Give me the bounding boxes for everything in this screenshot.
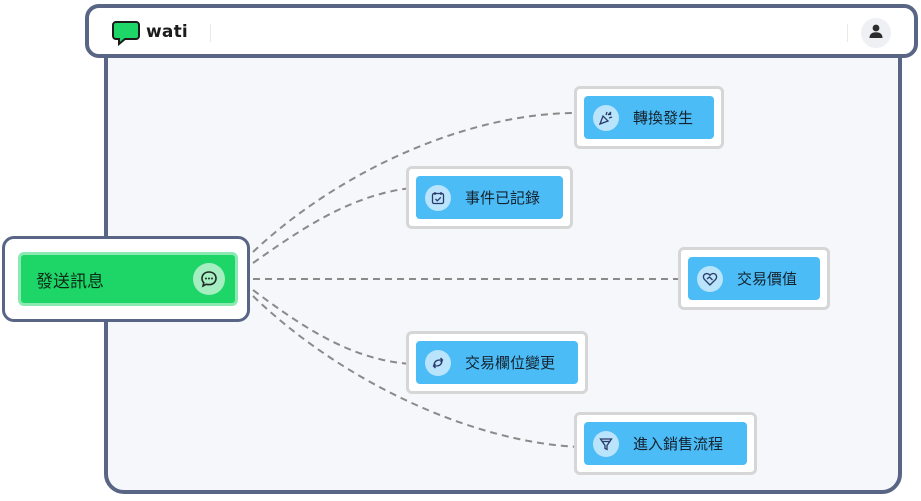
- outcome-label: 交易價值: [737, 270, 798, 288]
- trigger-node[interactable]: 發送訊息: [2, 236, 250, 322]
- header-divider: [210, 24, 211, 42]
- outcome-node-field-changed[interactable]: 交易欄位變更: [406, 331, 588, 394]
- message-bubble-icon: [193, 263, 225, 295]
- connector-2: [252, 187, 412, 264]
- outcome-label: 事件已記錄: [465, 189, 541, 207]
- connector-1: [252, 111, 580, 253]
- header-divider: [847, 24, 848, 42]
- party-popper-icon: [593, 104, 619, 131]
- outcome-node-enter-pipeline[interactable]: 進入銷售流程: [574, 412, 757, 475]
- connector-5: [252, 295, 580, 448]
- chat-bubble-logo-icon: [112, 20, 140, 47]
- outcome-label: 轉換發生: [633, 109, 694, 127]
- wati-logo[interactable]: wati: [112, 20, 188, 47]
- funnel-icon: [593, 430, 619, 457]
- connector-4: [252, 289, 412, 365]
- logo-text: wati: [146, 22, 188, 42]
- outcome-node-conversion[interactable]: 轉換發生: [574, 86, 724, 149]
- profile-button[interactable]: [861, 18, 891, 48]
- arrows-exchange-icon: [425, 349, 451, 376]
- trigger-node-body[interactable]: 發送訊息: [18, 252, 238, 306]
- heart-handshake-icon: [697, 265, 723, 292]
- outcome-node-event-logged[interactable]: 事件已記錄: [406, 166, 573, 229]
- outcome-label: 交易欄位變更: [465, 354, 556, 372]
- calendar-check-icon: [425, 184, 451, 211]
- user-icon: [868, 23, 884, 43]
- outcome-label: 進入銷售流程: [633, 435, 724, 453]
- trigger-label: 發送訊息: [36, 271, 104, 292]
- top-bar: wati: [85, 4, 918, 58]
- outcome-node-deal-value[interactable]: 交易價值: [678, 247, 830, 310]
